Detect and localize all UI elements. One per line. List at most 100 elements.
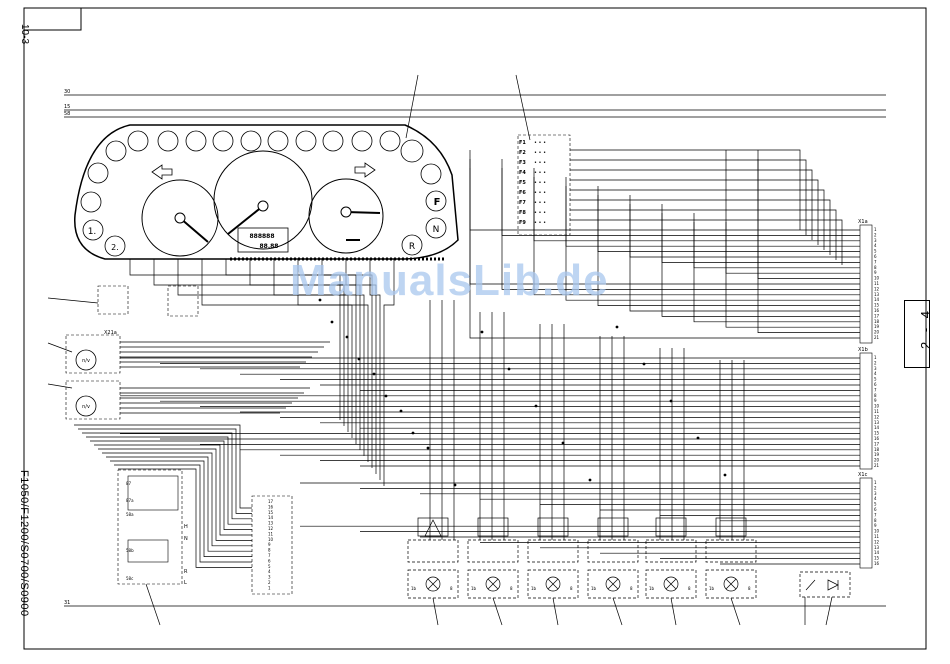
socket-pin-number: 15 [268, 510, 274, 515]
connector-x21a-label: X21a [104, 330, 117, 336]
wire-junction [411, 431, 415, 435]
wire [501, 168, 860, 290]
wire [757, 150, 860, 279]
wire [597, 195, 860, 306]
switch-contact-n: N [184, 536, 188, 542]
terminal-number: 6 [874, 507, 877, 512]
wire [106, 456, 252, 552]
lamp-symbol [605, 576, 621, 592]
wire [94, 444, 252, 536]
wire-junction [384, 394, 388, 398]
wire-junction [480, 330, 484, 334]
wire [570, 179, 819, 245]
lamp-cross [725, 578, 737, 590]
wire-junction [588, 478, 592, 482]
socket-pin-number: 5 [268, 564, 271, 569]
wire [693, 222, 860, 323]
busbar-58-label: 58 [64, 111, 70, 117]
fuse-marks: • • • [534, 200, 546, 206]
fuse-marks: • • • [534, 180, 546, 186]
wire [533, 177, 860, 296]
device-leader-line [492, 597, 503, 626]
section-number: 2 - 4 [918, 308, 933, 350]
wire-junction [345, 335, 349, 339]
wire [369, 259, 381, 480]
switch-contact-r: R [184, 569, 188, 575]
socket-pin-number: 6 [268, 558, 271, 563]
terminal-number: 9 [874, 523, 877, 528]
terminal-number: 18 [874, 319, 880, 324]
busbar-30-label: 30 [64, 89, 70, 95]
lamp-cross [547, 578, 559, 590]
lamp-symbol [485, 576, 501, 592]
wire-junction [534, 404, 538, 408]
socket-pin-number: 9 [268, 542, 271, 547]
switch-contact-h: H [184, 524, 188, 530]
wire [629, 195, 860, 258]
lamp-pin-label: 1b [531, 586, 537, 591]
lamp-pin-label: 8 [450, 586, 453, 591]
socket-pin-number: 2 [268, 580, 271, 585]
wire [570, 219, 843, 265]
terminal-number: 17 [874, 441, 880, 446]
control-switch-block [117, 469, 183, 626]
title-corner-box [23, 7, 82, 31]
terminal-number: 7 [874, 387, 877, 392]
wire-junction [507, 367, 511, 371]
wire-junction [318, 298, 322, 302]
wire [249, 259, 361, 450]
selector-r-label: R [409, 242, 415, 252]
lamp-cross [607, 578, 619, 590]
device-icon-frame [537, 517, 569, 537]
sensor-1-symbol: n/v [82, 358, 90, 364]
speedometer-gauge [213, 150, 313, 250]
terminal-number: 11 [874, 409, 880, 414]
lamp-symbol [545, 576, 561, 592]
terminal-number: 17 [874, 313, 880, 318]
fuse-label: F7 [519, 200, 526, 206]
connector-x2-socket [251, 495, 293, 595]
fuse-label: F2 [519, 150, 526, 156]
terminal-number: 14 [874, 425, 880, 430]
wire [177, 259, 349, 432]
terminal-number: 8 [874, 265, 877, 270]
terminal-number: 11 [874, 281, 880, 286]
terminal-number: 1 [874, 227, 877, 232]
wire [725, 150, 860, 328]
wire [82, 432, 252, 520]
terminal-number: 14 [874, 550, 880, 555]
device-icon-frame [715, 517, 747, 537]
relay-k1 [97, 285, 129, 315]
terminal-number: 3 [874, 238, 877, 243]
terminal-number: 21 [874, 335, 880, 340]
right-gauge [308, 178, 384, 254]
wire-junction [642, 362, 646, 366]
fuse-label: F3 [519, 160, 526, 166]
terminal-number: 1 [874, 355, 877, 360]
selector-f-label: F [434, 197, 441, 208]
wire [383, 259, 395, 486]
socket-pin-number: 8 [268, 548, 271, 553]
wire [118, 468, 252, 568]
fuse-label: F1 [519, 140, 526, 146]
socket-pin-number: 10 [268, 537, 274, 542]
wire-junction [330, 320, 334, 324]
wire-junction [453, 483, 457, 487]
terminal-number: 8 [874, 518, 877, 523]
terminal-number: 9 [874, 270, 877, 275]
terminal-number: 16 [874, 561, 880, 566]
wire [570, 149, 801, 230]
connector-x1a-label: X1a [858, 219, 868, 225]
device-leader-line [432, 597, 439, 626]
device-leader-line [670, 597, 677, 626]
wire [273, 259, 365, 456]
terminal-number: 2 [874, 232, 877, 237]
socket-pin-number: 7 [268, 553, 271, 558]
terminal-number: 4 [874, 243, 877, 248]
callout-leaders [405, 74, 531, 141]
wire [597, 186, 860, 252]
relay-k2 [167, 285, 199, 317]
